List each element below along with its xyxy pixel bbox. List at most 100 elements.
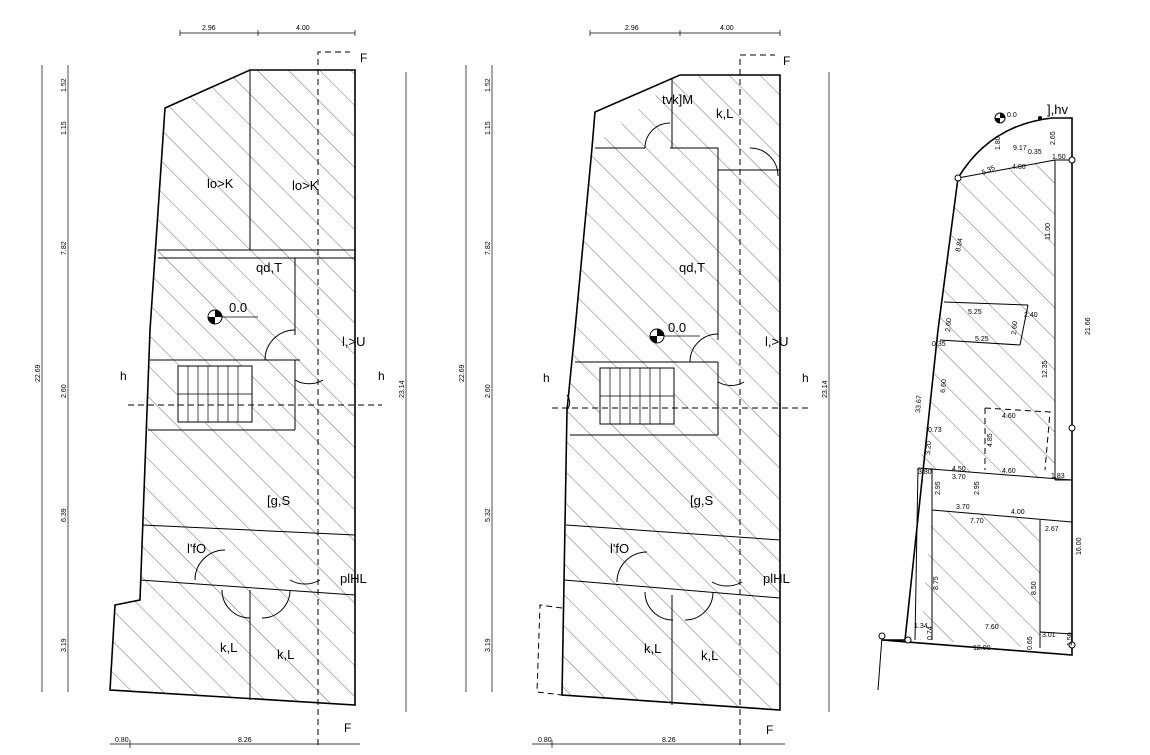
- site-dim-41: 3.01: [1042, 632, 1056, 639]
- room-label-9: k,L: [701, 648, 718, 663]
- door-swings: [566, 122, 779, 621]
- top-dim-1: 2.96: [202, 25, 216, 32]
- left-seg-dim-2: 1.15: [61, 121, 68, 135]
- left-seg-dim-3: 7.82: [61, 241, 68, 255]
- left-total-dim: 22.69: [35, 364, 42, 382]
- site-dim-44: 12.00: [973, 645, 991, 652]
- room-label-3: qd,T: [256, 260, 282, 275]
- bottom-dim-1: 0.80: [115, 737, 129, 744]
- site-dim-20: 4.60: [1002, 413, 1016, 420]
- site-dim-28: 1.83: [1051, 473, 1065, 480]
- left-seg-dim-4: 2.60: [61, 384, 68, 398]
- room-label-3: qd,T: [679, 260, 705, 275]
- level-label: 0.0: [668, 320, 686, 335]
- bottom-dim-1: 0.80: [538, 737, 552, 744]
- site-hatch-bottom: [920, 510, 1040, 648]
- left-seg-dim-3: 7.82: [485, 241, 492, 255]
- room-label-7: plHL: [763, 571, 790, 586]
- bottom-dim-2: 8.26: [238, 737, 252, 744]
- site-dim-34: 2.67: [1045, 526, 1059, 533]
- site-dim-40: 7.60: [985, 624, 999, 631]
- site-dim-39: 0.74: [927, 626, 934, 640]
- left-seg-dim-5: 6.39: [61, 508, 68, 522]
- right-total-dim: 23.14: [399, 380, 406, 398]
- right-total-dim: 23.14: [822, 380, 829, 398]
- outer-wall: [561, 74, 781, 711]
- site-dim-22: 4.85: [987, 433, 994, 447]
- top-dim-1: 2.96: [625, 25, 639, 32]
- section-line-f: [739, 54, 775, 745]
- left-seg-dim-1: 1.52: [485, 78, 492, 92]
- site-dim-6: 4.00: [1012, 164, 1026, 171]
- site-dim-43: 1.50: [1067, 632, 1074, 646]
- section-h-right: h: [802, 371, 809, 385]
- section-f-top: F: [360, 51, 367, 65]
- dimension-lines: [41, 30, 407, 748]
- site-dim-37: 8.50: [1031, 581, 1038, 595]
- room-label-2: lo>K: [292, 178, 319, 193]
- left-seg-dim-2: 1.15: [485, 121, 492, 135]
- site-dim-3: 2.65: [1050, 131, 1057, 145]
- left-seg-dim-1: 1.52: [61, 78, 68, 92]
- room-label-8: k,L: [644, 641, 661, 656]
- site-title: ],hv: [1047, 102, 1068, 117]
- room-label-6: l'fO: [610, 541, 629, 556]
- level-marker: [207, 309, 258, 325]
- site-level-label: 0.0: [1007, 112, 1017, 119]
- site-dim-14: 2.40: [1024, 312, 1038, 319]
- door-swings: [194, 329, 324, 619]
- inner-walls: [139, 70, 356, 700]
- site-dim-15: 0.35: [932, 341, 946, 348]
- site-dim-25: 4.50: [952, 466, 966, 473]
- room-label-1: tvk]M: [662, 92, 693, 107]
- bottom-dim-2: 8.26: [662, 737, 676, 744]
- room-label-5: [g,S: [690, 493, 713, 508]
- room-label-6: l'fO: [187, 541, 206, 556]
- site-dim-16: 5.25: [975, 336, 989, 343]
- room-label-2: k,L: [716, 106, 733, 121]
- section-f-bottom: F: [344, 721, 351, 735]
- site-dim-12: 2.60: [945, 318, 953, 332]
- site-dim-7: 1.50: [1052, 154, 1066, 161]
- section-f-bottom: F: [766, 723, 773, 737]
- section-h-left: h: [120, 369, 127, 383]
- floor-plan-first: 2.96 4.00 0.80 8.26 22.69 1.52 1.15 7.82…: [459, 25, 830, 748]
- site-dim-30: 2.95: [974, 481, 981, 495]
- site-hatch-top: [920, 160, 1055, 480]
- site-dim-4: 0.35: [1028, 149, 1042, 156]
- section-h-right: h: [378, 369, 385, 383]
- room-label-1: lo>K: [207, 176, 234, 191]
- site-dim-31: 3.70: [956, 504, 970, 511]
- room-label-7: plHL: [340, 571, 367, 586]
- site-dim-35: 16.00: [1076, 537, 1083, 555]
- site-dim-38: 1.34: [914, 623, 928, 630]
- site-dim-11: 5.25: [968, 309, 982, 316]
- site-dim-26: 3.70: [952, 474, 966, 481]
- room-label-8: k,L: [220, 640, 237, 655]
- left-seg-dim-6: 3.19: [61, 638, 68, 652]
- room-label-9: k,L: [277, 647, 294, 662]
- site-plan: 0.0 ],hv 1.80 9.17 2.65 0.35 5.35 4.00 1…: [877, 102, 1092, 691]
- site-dim-21: 0.73: [928, 427, 942, 434]
- site-dim-1: 1.80: [995, 136, 1002, 150]
- room-label-4: l,>U: [765, 334, 788, 349]
- site-dim-10: 21.66: [1085, 317, 1092, 335]
- left-total-dim: 22.69: [459, 364, 466, 382]
- site-dim-19: 33.67: [915, 395, 924, 413]
- inner-walls: [536, 78, 781, 705]
- site-dim-8: 11.00: [1045, 223, 1052, 240]
- left-seg-dim-4: 2.60: [485, 384, 492, 398]
- top-dim-2: 4.00: [296, 25, 310, 32]
- level-label: 0.0: [229, 300, 247, 315]
- site-dim-29: 2.95: [935, 481, 942, 495]
- site-boundary: [881, 117, 1073, 656]
- site-dim-32: 4.00: [1011, 509, 1025, 516]
- section-h-left: h: [543, 371, 550, 385]
- site-dim-17: 12.35: [1042, 360, 1049, 378]
- level-marker: [649, 328, 700, 344]
- stairs: [599, 367, 675, 425]
- section-f-top: F: [783, 54, 790, 68]
- site-dim-18: 6.60: [940, 379, 948, 393]
- site-dim-36: 8.75: [933, 576, 940, 590]
